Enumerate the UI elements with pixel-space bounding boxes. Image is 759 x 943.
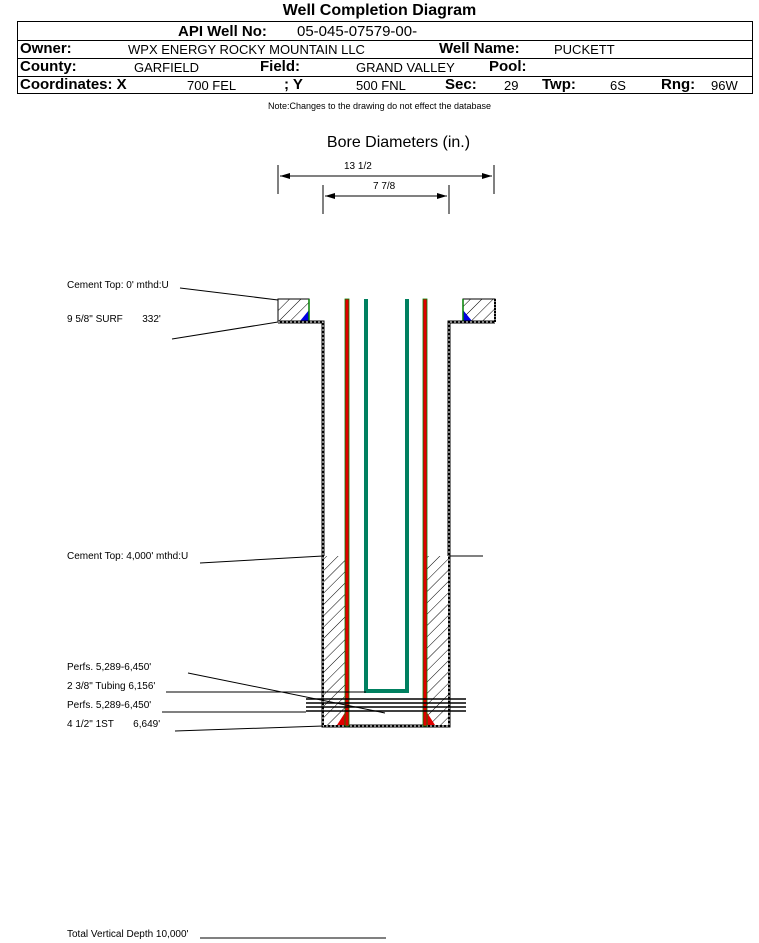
field-label: Field: <box>260 58 300 75</box>
label-perfs-1: Perfs. 5,289-6,450' <box>67 662 152 673</box>
production-cement-right <box>426 556 448 725</box>
well-name-label: Well Name: <box>439 40 520 57</box>
well-name-value: PUCKETT <box>554 42 615 57</box>
database-note: Note:Changes to the drawing do not effec… <box>268 101 491 111</box>
rng-label: Rng: <box>661 76 696 93</box>
label-total-vertical-depth: Total Vertical Depth 10,000' <box>67 929 189 940</box>
production-casing-left <box>344 298 350 727</box>
sec-value: 29 <box>504 78 519 93</box>
api-value: 05-045-07579-00- <box>297 23 418 40</box>
county-row: County: GARFIELD Field: GRAND VALLEY Poo… <box>18 58 752 76</box>
bore-outer-dimension <box>277 165 495 194</box>
borehole-outline-dots <box>278 321 495 727</box>
field-value: GRAND VALLEY <box>356 60 455 75</box>
diagram-title: Well Completion Diagram <box>282 2 477 19</box>
x-value: 700 FEL <box>187 78 237 93</box>
cement-shoe-blue-right <box>463 310 472 321</box>
y-value: 500 FNL <box>356 78 406 93</box>
bore-diameters-title: Bore Diameters (in.) <box>326 134 471 151</box>
county-value: GARFIELD <box>134 60 200 75</box>
coordinates-label: Coordinates: X <box>20 76 127 93</box>
api-label: API Well No: <box>178 23 267 40</box>
api-row: API Well No: 05-045-07579-00- <box>18 22 752 40</box>
well-header-table: API Well No: 05-045-07579-00- Owner: WPX… <box>17 21 753 94</box>
leader-perfs-1 <box>187 672 386 714</box>
bore-inner-label: 7 7/8 <box>373 181 396 192</box>
y-label: ; Y <box>284 76 303 93</box>
tubing <box>364 299 409 693</box>
leader-cement-top-prod <box>199 555 324 564</box>
label-cement-top-surface: Cement Top: 0' mthd:U <box>67 280 169 291</box>
twp-label: Twp: <box>542 76 576 93</box>
perforations <box>306 698 466 712</box>
owner-value: WPX ENERGY ROCKY MOUNTAIN LLC <box>128 42 365 57</box>
rng-value: 96W <box>711 78 738 93</box>
cement-shoe-red-right <box>426 711 435 725</box>
label-perfs-2: Perfs. 5,289-6,450' <box>67 700 152 711</box>
production-casing-right <box>422 298 428 727</box>
label-cement-top-prod: Cement Top: 4,000' mthd:U <box>67 551 189 562</box>
coordinates-row: Coordinates: X 700 FEL ; Y 500 FNL Sec: … <box>18 76 752 94</box>
bore-inner-dimension <box>322 185 450 214</box>
leader-cement-top-surface <box>179 287 279 301</box>
pool-label: Pool: <box>489 58 527 75</box>
label-tubing: 2 3/8" Tubing 6,156' <box>67 681 156 692</box>
borehole-outline <box>278 320 495 728</box>
leader-surface-casing <box>171 321 279 340</box>
cement-shoe-red-left <box>337 711 346 725</box>
owner-label: Owner: <box>20 40 72 57</box>
sec-label: Sec: <box>445 76 477 93</box>
leader-prod-casing <box>174 725 324 732</box>
label-surface-casing: 9 5/8" SURF 332' <box>67 314 161 325</box>
label-prod-casing: 4 1/2" 1ST 6,649' <box>67 719 161 730</box>
owner-row: Owner: WPX ENERGY ROCKY MOUNTAIN LLC Wel… <box>18 40 752 58</box>
production-cement-left <box>324 556 346 725</box>
cement-shoe-blue-left <box>300 310 309 321</box>
county-label: County: <box>20 58 77 75</box>
bore-outer-label: 13 1/2 <box>344 161 372 172</box>
twp-value: 6S <box>610 78 626 93</box>
